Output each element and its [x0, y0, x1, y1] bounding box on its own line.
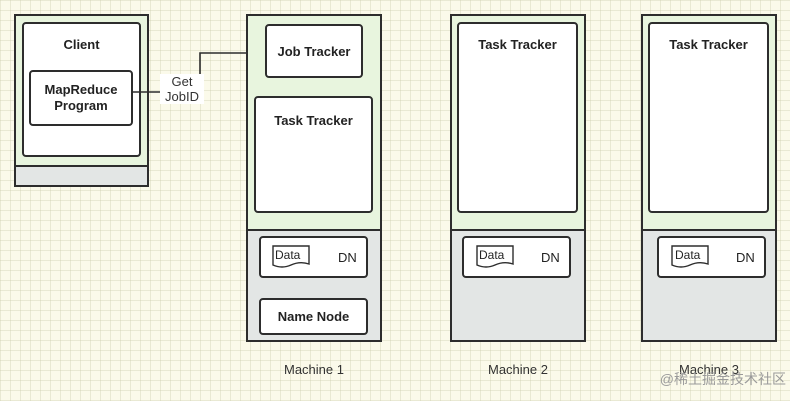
machine-2-task-tracker-label: Task Tracker — [478, 37, 557, 52]
machine-1-dn-label: DN — [338, 250, 357, 265]
get-jobid-label: Get JobID — [160, 74, 204, 104]
mapreduce-program-label: MapReduce Program — [44, 82, 118, 113]
machine-2-label: Machine 2 — [488, 362, 548, 377]
machine-1-label: Machine 1 — [284, 362, 344, 377]
machine-2-data-document-icon — [476, 245, 514, 268]
machine-3-data-document-icon — [671, 245, 709, 268]
machine-3-dn-label: DN — [736, 250, 755, 265]
machine-3-label: Machine 3 — [679, 362, 739, 377]
machine-1-task-tracker-box — [254, 96, 373, 213]
job-tracker-label: Job Tracker — [277, 43, 351, 59]
machine-2-data-label: Data — [479, 248, 505, 262]
client-machine-bottom — [14, 165, 149, 187]
machine-2-task-tracker-box — [457, 22, 578, 213]
machine-3-task-tracker-box — [648, 22, 769, 213]
machine-1-data-document-icon — [272, 245, 310, 268]
job-tracker-box: Job Tracker — [265, 24, 363, 78]
mapreduce-program-box: MapReduce Program — [29, 70, 133, 126]
machine-1-data-label: Data — [275, 248, 301, 262]
machine-2-dn-label: DN — [541, 250, 560, 265]
machine-3-data-label: Data — [675, 248, 701, 262]
machine-3-task-tracker-label: Task Tracker — [669, 37, 748, 52]
machine-1-task-tracker-label: Task Tracker — [274, 113, 353, 128]
client-title: Client — [63, 37, 100, 52]
name-node-box: Name Node — [259, 298, 368, 335]
name-node-label: Name Node — [277, 309, 350, 324]
watermark: @稀土掘金技术社区 — [659, 371, 786, 387]
